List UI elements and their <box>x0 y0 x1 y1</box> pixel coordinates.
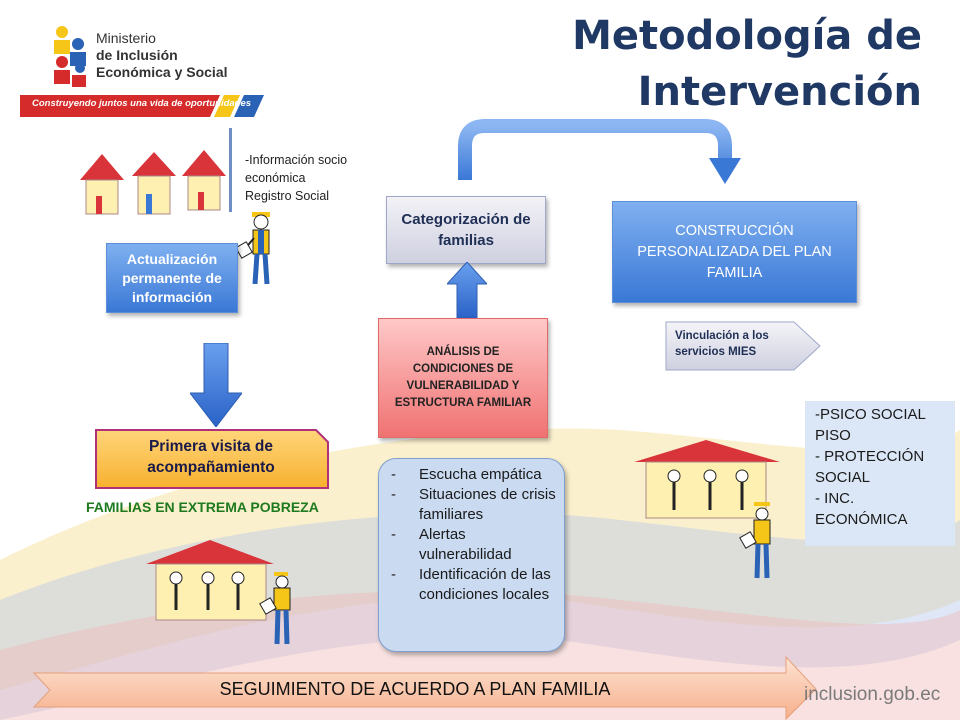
page-title: Metodología de Intervención <box>572 13 922 115</box>
construccion-box: CONSTRUCCIÓN PERSONALIZADA DEL PLAN FAMI… <box>612 201 857 303</box>
info-note: -Información socio económica Registro So… <box>245 153 348 203</box>
services-box: -PSICO SOCIAL PISO - PROTECCIÓN SOCIAL -… <box>805 401 955 546</box>
seguimiento-arrow <box>32 655 817 721</box>
list-item: Situaciones de crisis familiares <box>379 485 556 525</box>
actualizacion-box: Actualización permanente de información <box>106 243 238 313</box>
vinculacion-label: Vinculación a los servicios MIES <box>675 330 769 358</box>
houses-icon <box>80 150 226 215</box>
up-arrow <box>447 262 487 318</box>
familias-pobreza-label: FAMILIAS EN EXTREMA POBREZA <box>86 499 319 515</box>
ministry-logo-icon <box>54 26 86 87</box>
down-arrow <box>190 343 242 427</box>
analisis-box: ANÁLISIS DE CONDICIONES DE VULNERABILIDA… <box>378 318 548 438</box>
logo-ministry-name: Ministerio de Inclusión Económica y Soci… <box>96 30 228 80</box>
list-item: Identificación de las condiciones locale… <box>379 565 556 605</box>
family-house-icon <box>146 540 291 645</box>
logo-banner <box>20 95 264 117</box>
acompanamiento-list: Escucha empática Situaciones de crisis f… <box>378 458 565 652</box>
categorizacion-box: Categorización de familias <box>386 196 546 264</box>
family-house-icon <box>634 440 780 579</box>
website-label: inclusion.gob.ec <box>804 684 941 705</box>
divider-line <box>229 128 232 212</box>
curved-connector-arrow <box>458 119 741 184</box>
list-item: Alertas vulnerabilidad <box>379 525 556 565</box>
list-item: Escucha empática <box>379 465 556 485</box>
logo-slogan: Construyendo juntos una vida de oportuni… <box>32 98 252 109</box>
seguimiento-label: SEGUIMIENTO DE ACUERDO A PLAN FAMILIA <box>219 679 611 699</box>
primera-visita-shape <box>95 429 329 489</box>
social-worker-icon <box>236 212 270 285</box>
vinculacion-shape <box>665 321 821 371</box>
primera-visita-label: Primera visita de acompañamiento <box>147 438 275 476</box>
